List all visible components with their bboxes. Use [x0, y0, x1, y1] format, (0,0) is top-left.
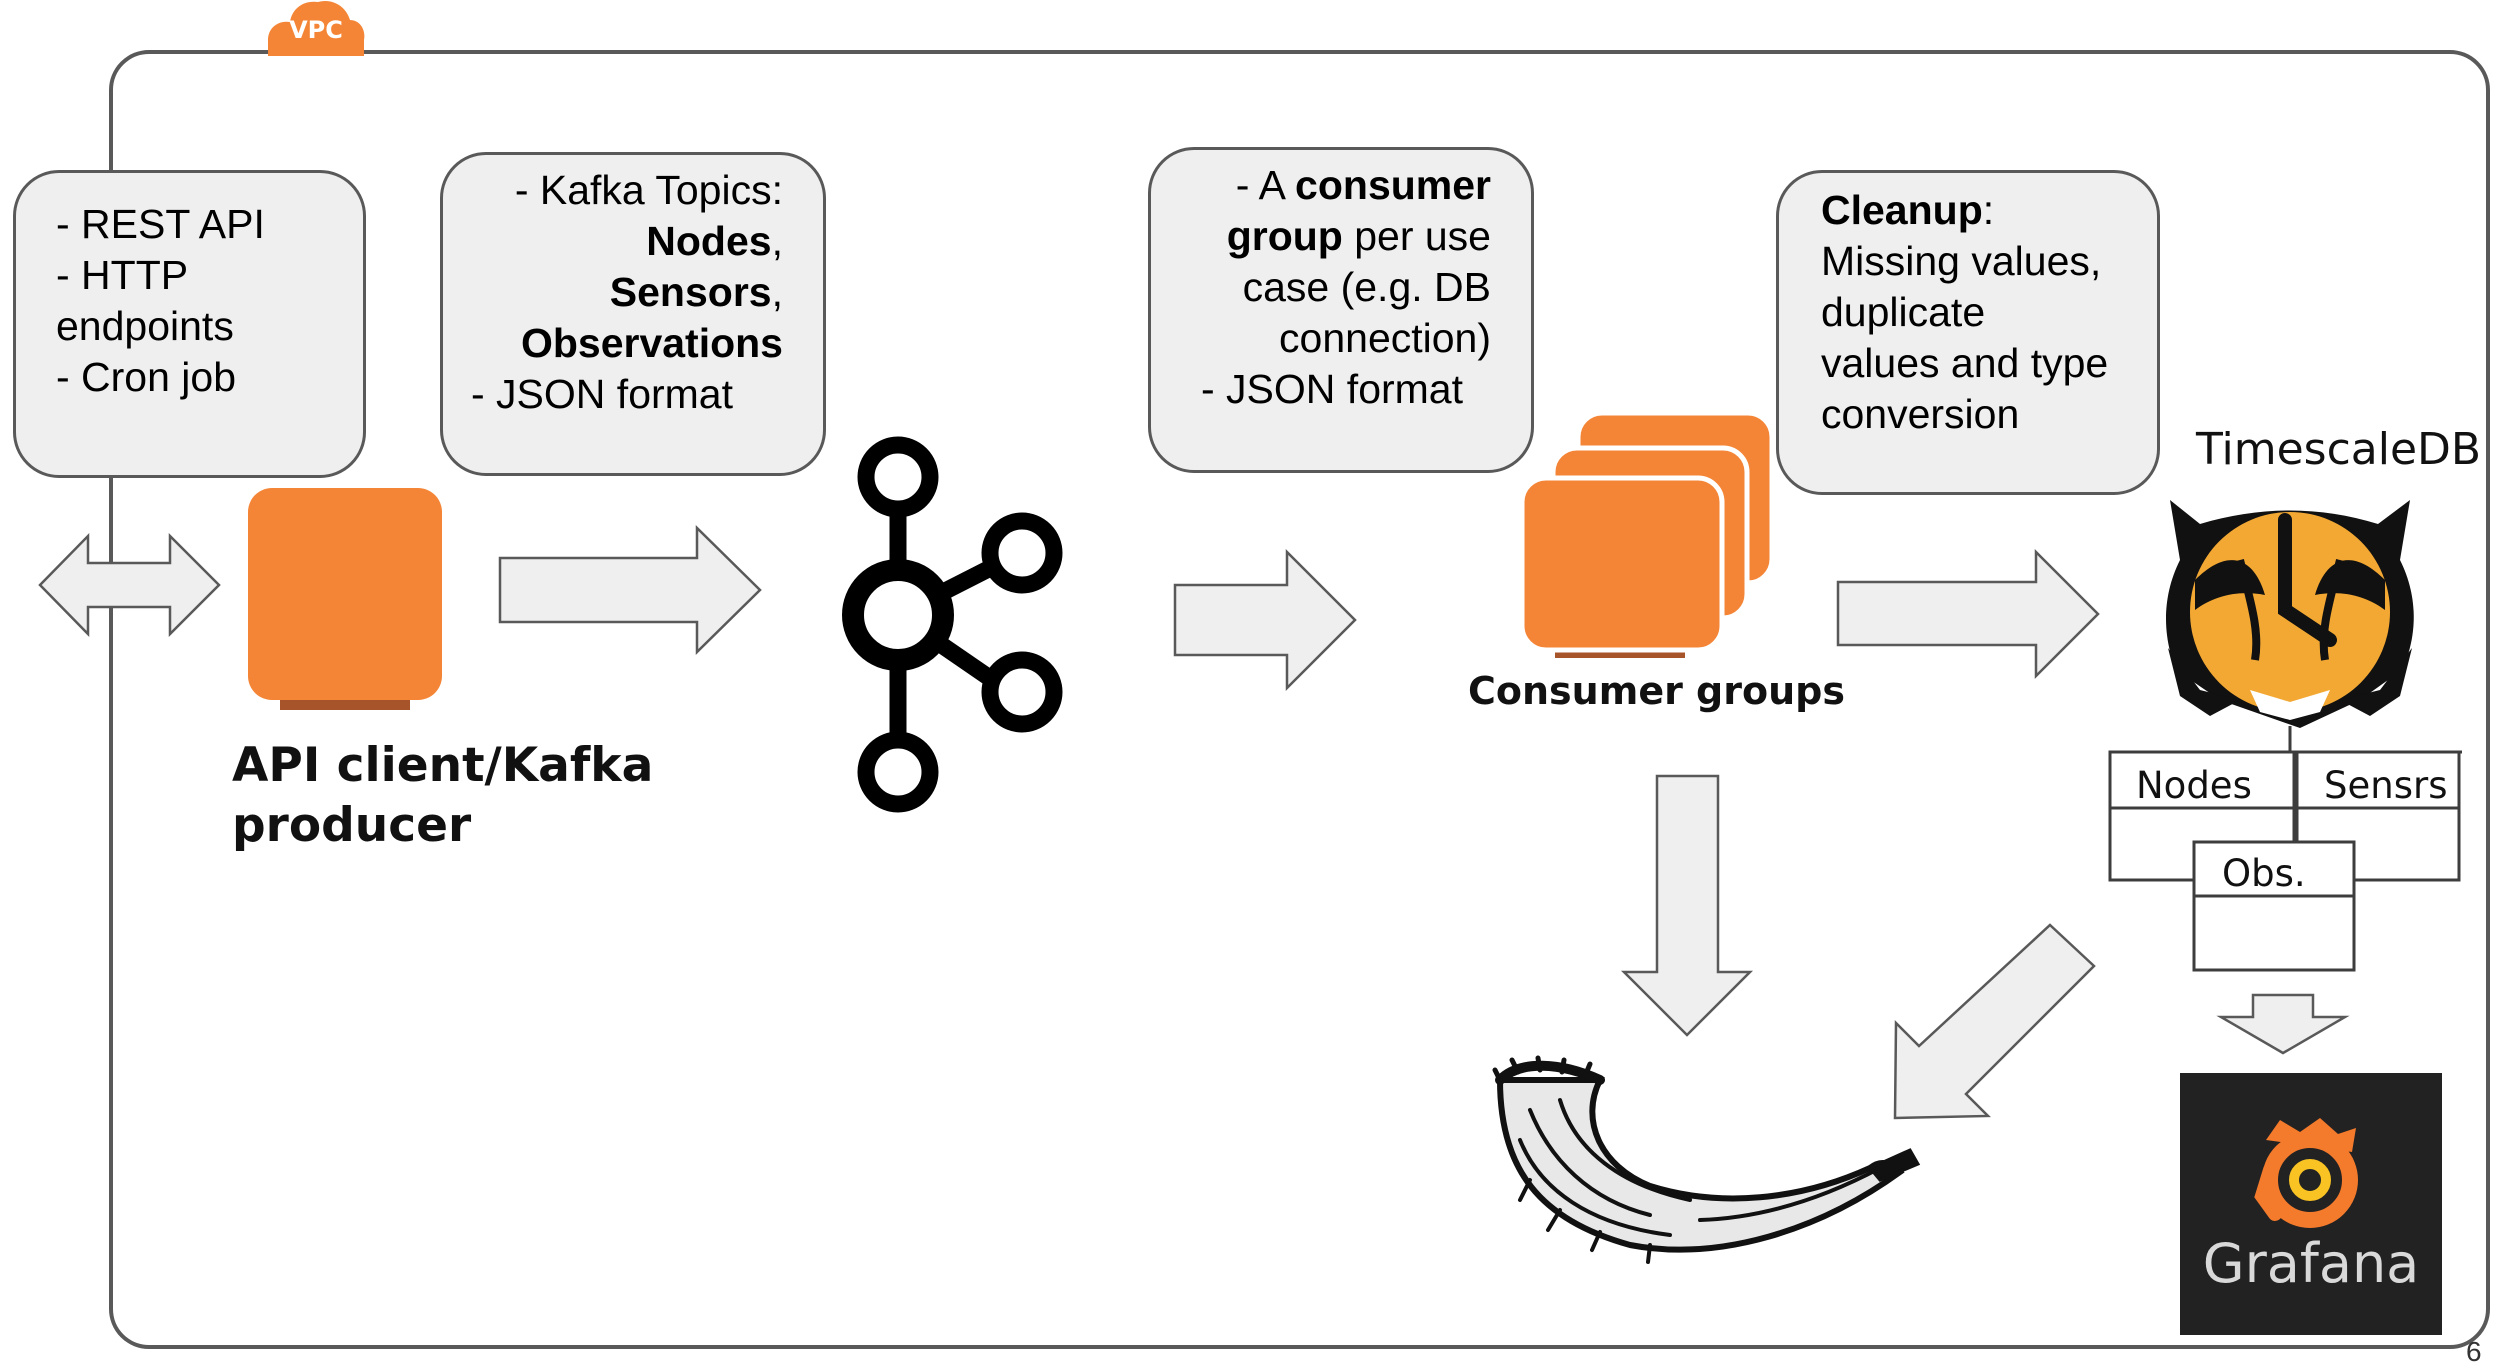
ec2-instance-icon [248, 488, 442, 710]
page-number: 6 [2466, 1336, 2482, 1367]
flow-arrow-kafka-to-consumers [1173, 548, 1357, 692]
callout-consumer-line: connection) [1279, 315, 1491, 361]
consumer-group-stack-icon [1519, 410, 1775, 658]
callout-consumer-line: - JSON format [1201, 366, 1463, 412]
callout-consumer-group: - A consumer group per use case (e.g. DB… [1148, 147, 1534, 473]
producer-label: API client/Kafka producer [232, 736, 653, 856]
callout-cleanup-line: values and type [1821, 340, 2109, 386]
callout-cleanup-line: duplicate [1821, 289, 1986, 335]
timescale-tables [2108, 726, 2462, 972]
cleanup-bold: Cleanup [1821, 187, 1983, 233]
text: per use [1342, 213, 1491, 259]
topic-observations-label: Observations [520, 320, 783, 366]
group-bold: group [1226, 213, 1343, 259]
callout-data-source: - REST API - HTTP endpoints - Cron job [13, 170, 366, 478]
callout-cleanup-title: Cleanup: [1821, 185, 2157, 236]
comma: , [771, 269, 783, 315]
comma: , [771, 218, 783, 264]
text: - A [1235, 162, 1296, 208]
callout-kafka-line: - Kafka Topics: [514, 167, 783, 213]
callout-kafka-topic-sensors: Sensors, [443, 267, 783, 318]
callout-consumer-line: case (e.g. DB [1242, 264, 1491, 310]
callout-kafka-line: - JSON format [471, 371, 733, 417]
producer-label-line1: API client/Kafka [232, 738, 654, 793]
timescaledb-tiger-icon [2166, 500, 2414, 728]
bidirectional-arrow [38, 532, 221, 638]
vpc-badge-label: VPC [289, 16, 343, 44]
kafka-logo-icon [842, 436, 1063, 813]
consumer-groups-label: Consumer groups [1468, 669, 1845, 713]
callout-kafka-topic-nodes: Nodes, [443, 216, 783, 267]
callout-source-line: - HTTP [56, 252, 189, 298]
table-nodes-label: Nodes [2136, 764, 2252, 807]
callout-source-line: - REST API [56, 201, 265, 247]
vpc-boundary [109, 50, 2490, 1349]
vpc-cloud-icon [268, 0, 365, 57]
table-observations-label: Obs. [2222, 852, 2306, 895]
callout-source-line: - Cron job [56, 354, 237, 400]
callout-cleanup-line: Missing values, [1821, 238, 2102, 284]
flow-arrow-consumers-to-flask [1620, 774, 1754, 1037]
topic-nodes-label: Nodes [646, 218, 772, 264]
producer-label-line2: producer [232, 798, 472, 853]
grafana-label: Grafana [2202, 1232, 2420, 1295]
colon: : [1982, 187, 1995, 233]
flow-arrow-producer-to-kafka [498, 525, 762, 655]
callout-kafka-topics: - Kafka Topics: Nodes, Sensors, Observat… [440, 152, 826, 476]
flow-arrow-consumers-to-timescaledb [1836, 548, 2100, 680]
topic-sensors-label: Sensors [609, 269, 772, 315]
callout-consumer-line: group per use [1151, 211, 1491, 262]
callout-cleanup-line: conversion [1821, 391, 2020, 437]
table-observations [2192, 840, 2356, 972]
timescaledb-label: TimescaleDB [2196, 424, 2482, 475]
grafana-logo-icon [2180, 1073, 2442, 1335]
flow-arrow-timescaledb-to-grafana [2216, 993, 2350, 1055]
callout-consumer-line: - A consumer [1151, 160, 1491, 211]
consumer-bold: consumer [1295, 162, 1491, 208]
flask-horn-icon [1492, 1055, 1921, 1264]
flow-arrow-timescaledb-to-flask [1893, 923, 2096, 1120]
callout-source-line: endpoints [56, 303, 234, 349]
table-sensors-label: Sensrs [2324, 764, 2448, 807]
callout-cleanup: Cleanup: Missing values, duplicate value… [1776, 170, 2160, 495]
